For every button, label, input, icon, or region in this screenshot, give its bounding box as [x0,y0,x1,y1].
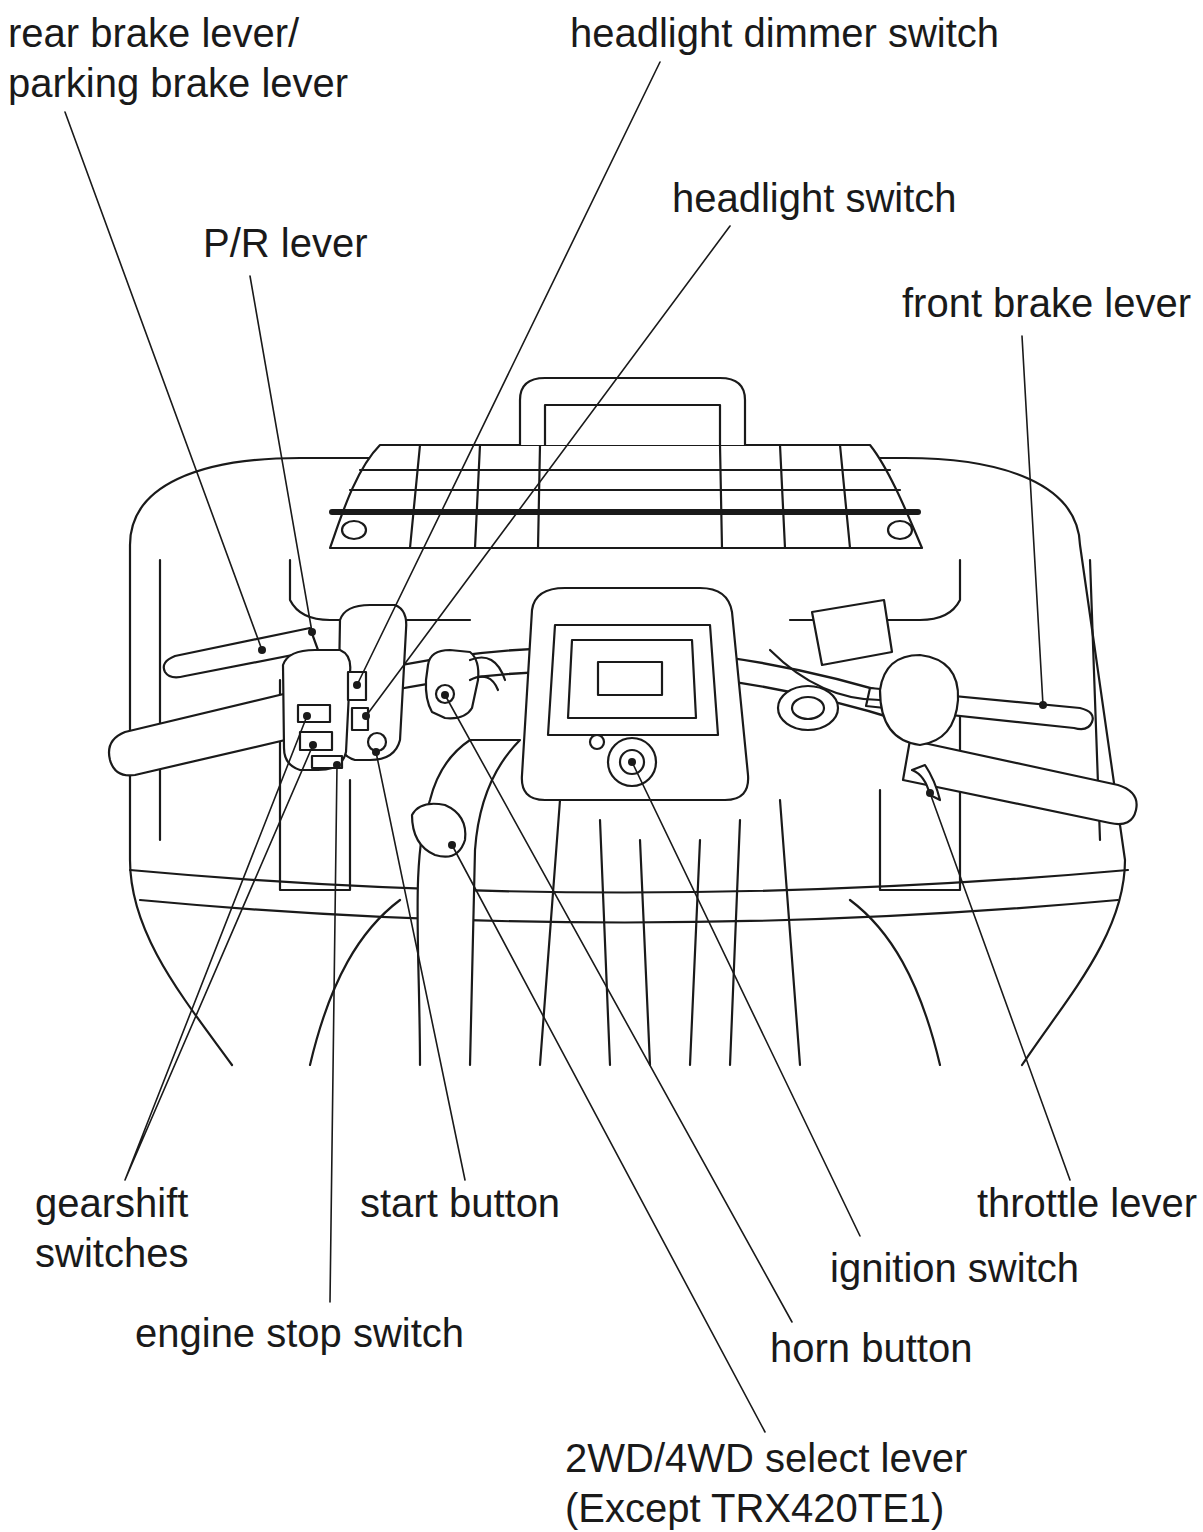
leader-dot [926,789,934,797]
fender-edge [140,900,1118,923]
cable [470,658,505,691]
leader-dot [362,712,370,720]
leader-line [250,276,312,632]
leader-dot [308,628,316,636]
leader-dot [303,712,311,720]
part-label: P/R lever [203,218,368,268]
master-cylinder [812,600,892,665]
rack-bolt [342,521,912,539]
right-grip [903,740,1137,824]
leader-line [376,752,465,1180]
part-label: ignition switch [830,1243,1079,1293]
part-label: rear brake lever/ parking brake lever [8,8,428,108]
part-label: throttle lever [977,1178,1197,1228]
cargo-rack [330,445,922,548]
instrument-bezel [548,625,718,735]
switch-button [348,672,386,751]
switch-button [298,705,342,768]
leader-line [632,762,860,1236]
rack-bar [332,509,918,515]
cable [770,650,880,700]
display-screen [568,640,696,718]
leader-line [445,695,792,1322]
leader-dot [258,646,266,654]
part-label: gearshift switches [35,1178,265,1278]
leader-line [330,765,337,1302]
ignition-switch-symbol [608,738,656,786]
switch-housing [338,605,406,760]
horn-button [436,685,454,703]
part-label: engine stop switch [135,1308,464,1358]
steering-column [418,740,521,1065]
leader-dot [628,758,636,766]
leader-line [930,793,1070,1180]
body-contour [310,900,940,1065]
leader-dot [309,741,317,749]
leader-dots [258,628,1047,849]
fuel-cap [778,686,838,730]
leader-dot [333,761,341,769]
leader-dot [441,691,449,699]
leader-lines [65,62,1070,1432]
part-label: start button [360,1178,560,1228]
leader-line [1022,336,1043,705]
leader-line [125,716,313,1180]
part-label: front brake lever [902,278,1191,328]
throttle-housing [880,655,958,745]
throttle-lever-shape [912,765,940,800]
leader-line [65,112,262,650]
leader-line [366,226,730,716]
leader-line [452,845,765,1432]
rack-handle [520,378,745,445]
part-label: horn button [770,1323,972,1373]
select-lever [412,804,465,857]
rack-bar [350,445,900,548]
leader-line [357,62,660,685]
left-grip [109,692,298,775]
part-label: headlight switch [672,173,957,223]
leader-dot [1039,701,1047,709]
indicator-screw [590,735,604,749]
part-label: 2WD/4WD select lever (Except TRX420TE1) [565,1433,1035,1532]
leader-dot [448,841,456,849]
leader-dot [353,681,361,689]
part-label: headlight dimmer switch [570,8,999,58]
leader-dot [372,748,380,756]
